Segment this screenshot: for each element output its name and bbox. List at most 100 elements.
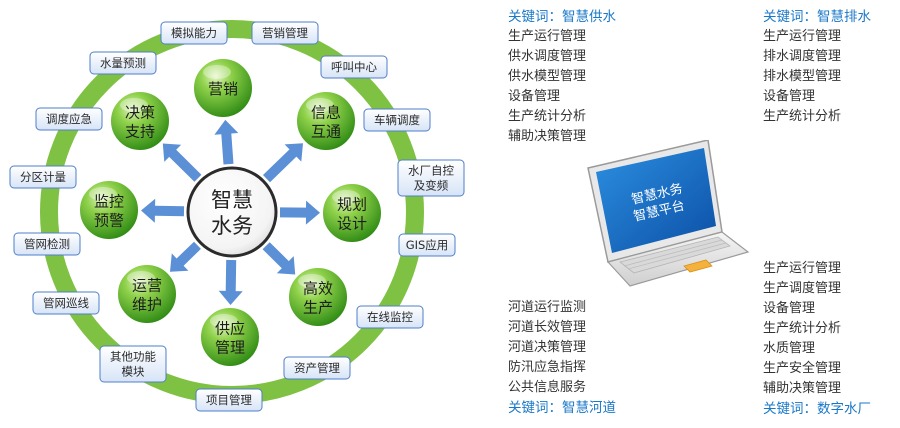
module-box: 资产管理	[283, 356, 351, 380]
module-label: 呼叫中心	[331, 60, 377, 74]
node-decision-line: 决策	[125, 104, 155, 122]
list-item: 生产安全管理	[763, 361, 842, 376]
node-marketing: 营销	[192, 57, 254, 119]
center-line-1: 智慧	[211, 188, 253, 212]
node-planning-line: 规划	[337, 196, 367, 214]
module-box: 调度应急	[35, 107, 103, 131]
smart-drainage-keyword: 关键词：智慧排水	[763, 9, 871, 25]
module-label: 分区计量	[20, 170, 66, 184]
module-box: 在线监控	[356, 305, 424, 329]
arrow-marketing	[214, 119, 239, 165]
list-item: 设备管理	[763, 301, 816, 316]
arrow-monitoring	[141, 198, 185, 223]
arrow-planning	[280, 200, 320, 225]
module-box: GIS应用	[398, 233, 456, 257]
module-box: 管网巡线	[32, 291, 100, 315]
laptop-touchpad	[683, 259, 713, 273]
module-label: 营销管理	[262, 26, 308, 40]
list-item: 生产调度管理	[763, 281, 842, 296]
module-box: 管网检测	[13, 232, 81, 256]
module-label: GIS应用	[406, 238, 449, 252]
node-monitoring-line: 监控	[94, 193, 124, 211]
module-label: 在线监控	[367, 310, 413, 324]
module-box: 营销管理	[251, 21, 319, 45]
smart-river-items: 河道运行监测 河道长效管理 河道决策管理 防汛应急指挥 公共信息服务	[508, 298, 616, 398]
node-supply-line: 管理	[215, 339, 245, 357]
arrow-decision	[162, 143, 202, 182]
module-label: 水量预测	[100, 56, 146, 70]
module-box: 呼叫中心	[320, 55, 388, 79]
list-item: 供水模型管理	[508, 69, 587, 84]
smart-supply-items: 生产运行管理 供水调度管理 供水模型管理 设备管理 生产统计分析 辅助决策管理	[508, 27, 616, 147]
module-label: 管网检测	[24, 237, 70, 251]
node-decision-line: 支持	[125, 123, 155, 141]
digital-plant-keyword: 关键词：数字水厂	[763, 401, 871, 417]
module-box: 车辆调度	[363, 108, 431, 132]
module-label: 其他功能	[110, 350, 156, 364]
list-item: 设备管理	[508, 89, 561, 104]
node-supply-line: 供应	[215, 320, 245, 338]
module-label: 模拟能力	[171, 26, 217, 40]
module-label: 模块	[122, 365, 145, 379]
module-label: 调度应急	[46, 112, 92, 126]
list-item: 河道决策管理	[508, 340, 587, 355]
smart-supply-block: 关键词：智慧供水 生产运行管理 供水调度管理 供水模型管理 设备管理 生产统计分…	[508, 7, 616, 147]
module-label: 车辆调度	[374, 113, 420, 127]
arrow-operation	[170, 241, 201, 272]
arrow-production	[262, 242, 296, 275]
list-item: 辅助决策管理	[763, 381, 842, 396]
list-item: 生产统计分析	[763, 109, 842, 124]
list-item: 生产运行管理	[763, 29, 842, 44]
list-item: 水质管理	[763, 341, 816, 356]
module-label: 项目管理	[206, 393, 252, 407]
module-label: 水厂自控	[408, 164, 454, 178]
list-item: 辅助决策管理	[508, 129, 587, 144]
module-label: 及变频	[414, 179, 449, 193]
arrow-layer	[141, 119, 320, 305]
list-item: 排水调度管理	[763, 49, 842, 64]
list-item: 生产统计分析	[763, 321, 842, 336]
node-production-line: 生产	[303, 299, 333, 317]
node-production-line: 高效	[303, 280, 333, 298]
arrow-info	[263, 143, 303, 183]
node-info-line: 信息	[311, 104, 341, 122]
module-box: 项目管理	[195, 388, 263, 412]
node-operation-line: 运营	[132, 277, 162, 295]
center-hub: 智慧 水务	[186, 166, 278, 258]
list-item: 河道运行监测	[508, 300, 587, 315]
list-item: 生产统计分析	[508, 109, 587, 124]
digital-plant-block: 生产运行管理 生产调度管理 设备管理 生产统计分析 水质管理 生产安全管理 辅助…	[763, 259, 871, 419]
module-box: 水量预测	[89, 51, 157, 75]
smart-drainage-items: 生产运行管理 排水调度管理 排水模型管理 设备管理 生产统计分析	[763, 27, 871, 127]
list-item: 排水模型管理	[763, 69, 842, 84]
list-item: 生产运行管理	[508, 29, 587, 44]
list-item: 供水调度管理	[508, 49, 587, 64]
node-marketing-line: 营销	[208, 80, 238, 98]
laptop-base	[606, 231, 750, 287]
node-operation-line: 维护	[132, 296, 162, 314]
laptop-screen: 智慧水务 智慧平台	[587, 140, 723, 263]
center-line-2: 水务	[211, 214, 253, 238]
laptop-icon: 智慧水务 智慧平台	[587, 140, 750, 287]
list-item: 公共信息服务	[508, 380, 587, 395]
module-label: 资产管理	[294, 361, 340, 375]
digital-plant-items: 生产运行管理 生产调度管理 设备管理 生产统计分析 水质管理 生产安全管理 辅助…	[763, 259, 871, 399]
arrow-supply	[218, 259, 243, 305]
smart-river-block: 河道运行监测 河道长效管理 河道决策管理 防汛应急指挥 公共信息服务 关键词：智…	[508, 298, 616, 418]
node-planning-line: 设计	[337, 215, 367, 233]
smart-river-keyword: 关键词：智慧河道	[508, 400, 616, 416]
module-label: 管网巡线	[43, 296, 89, 310]
list-item: 设备管理	[763, 89, 816, 104]
smart-supply-keyword: 关键词：智慧供水	[508, 9, 616, 25]
smart-drainage-block: 关键词：智慧排水 生产运行管理 排水调度管理 排水模型管理 设备管理 生产统计分…	[763, 7, 871, 127]
